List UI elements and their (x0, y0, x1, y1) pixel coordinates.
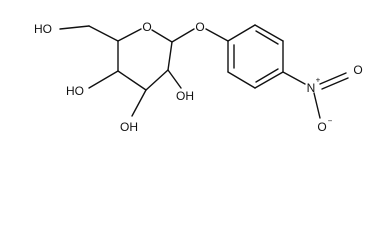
c2-hydroxyl-label: OH (176, 89, 194, 103)
bond-c5-ringO (117, 28, 142, 42)
bond-c1-c2 (167, 41, 173, 71)
bond-ar1-ar2 (227, 24, 256, 42)
bond-lines (59, 24, 349, 119)
bond-glycosidic-o-aryl (205, 28, 229, 42)
hydroxymethyl-oh-label: HO (34, 22, 52, 36)
bond-ar4-n (282, 71, 306, 85)
nitrogen-positive-charge: + (316, 76, 321, 85)
bond-c3-c4 (117, 70, 147, 91)
bond-n-o-upper-a (319, 72, 347, 85)
c3-hydroxyl-label: OH (120, 120, 138, 134)
bond-n-o-upper-b (321, 77, 349, 90)
bond-c6-oh (59, 25, 90, 30)
bond-ar4-ar5-inner (255, 68, 279, 83)
bond-c5-c6 (88, 25, 119, 42)
bond-n-o-lower (313, 92, 321, 119)
c4-hydroxyl-label: HO (66, 84, 84, 98)
nitro-nitrogen-label: N (307, 81, 316, 95)
nitro-lower-oxygen-label: O (317, 120, 326, 134)
bond-c2-c3 (145, 69, 169, 91)
atom-labels: HO O O HO OH OH N + O O − (34, 20, 363, 134)
bond-c1-glycosidic-o (171, 28, 195, 43)
chemical-structure: HO O O HO OH OH N + O O − (34, 20, 363, 134)
bond-ringO-c1 (151, 29, 173, 43)
glycosidic-oxygen-label: O (195, 20, 204, 34)
bond-c2-oh (167, 69, 182, 89)
ring-oxygen-label: O (142, 20, 151, 34)
bond-ar2-ar3 (254, 24, 284, 42)
bond-c4-oh (88, 70, 119, 89)
bond-ar4-ar5 (254, 71, 284, 89)
oxygen-negative-charge: − (328, 117, 333, 126)
bond-c3-oh (131, 89, 147, 117)
nitro-upper-oxygen-label: O (353, 63, 362, 77)
bond-ar2-ar3-inner (255, 30, 279, 45)
bond-ar5-ar6 (227, 71, 256, 89)
